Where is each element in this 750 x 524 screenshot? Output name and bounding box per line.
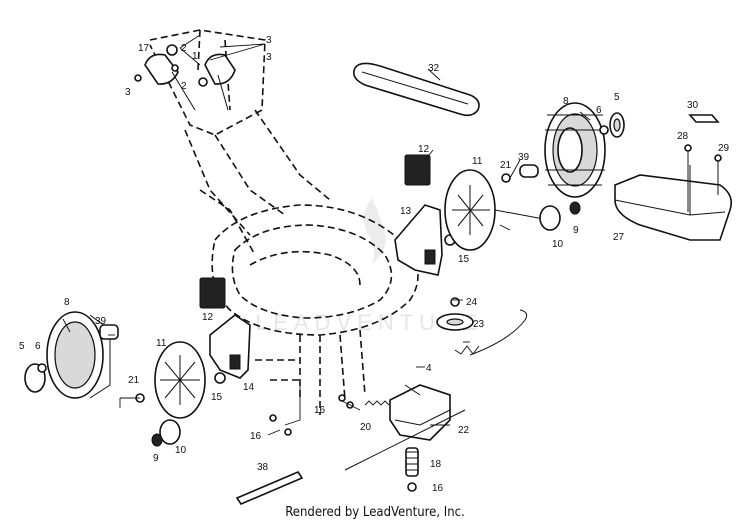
- gear-cover-left: [209, 314, 251, 384]
- callout-27: 27: [613, 232, 625, 243]
- callout-10a: 10: [552, 239, 564, 250]
- callout-32: 32: [428, 63, 440, 74]
- callout-10b: 10: [175, 445, 187, 456]
- callout-38: 38: [257, 462, 269, 473]
- leader-lines: [62, 34, 591, 436]
- callouts: 17 2 1 3 3 3 2 32 8 6 5 30 28 29 27 12 1…: [19, 35, 730, 494]
- callout-12b: 12: [202, 312, 214, 323]
- callout-23: 23: [473, 319, 485, 330]
- hubcap-right: [599, 112, 625, 138]
- lever-right: [171, 53, 236, 111]
- callout-8b: 8: [64, 297, 70, 308]
- washers-16: [269, 394, 354, 436]
- callout-2a: 2: [181, 43, 187, 54]
- callout-1: 1: [192, 51, 198, 62]
- callout-24: 24: [466, 297, 478, 308]
- callout-15b: 15: [211, 392, 223, 403]
- bolts: [684, 144, 722, 212]
- drive-belt: [352, 62, 480, 117]
- hubcap-left: [24, 363, 47, 393]
- callout-3c: 3: [125, 87, 131, 98]
- axle-shaft: [235, 471, 304, 505]
- callout-39a: 39: [518, 152, 530, 163]
- gear-cover-right: [394, 204, 456, 276]
- transmission: [344, 384, 466, 492]
- callout-12a: 12: [418, 144, 430, 155]
- callout-22: 22: [458, 425, 470, 436]
- callout-18: 18: [430, 459, 442, 470]
- callout-21a: 21: [500, 160, 512, 171]
- callout-3b: 3: [266, 52, 272, 63]
- callout-9a: 9: [573, 225, 579, 236]
- callout-8a: 8: [563, 96, 569, 107]
- callout-15a: 15: [458, 254, 470, 265]
- callout-5a: 5: [614, 92, 620, 103]
- handle-assembly: [149, 29, 331, 256]
- callout-11a: 11: [472, 156, 483, 167]
- callout-6a: 6: [596, 105, 602, 116]
- label-30: [688, 114, 720, 123]
- callout-3a: 3: [266, 35, 272, 46]
- callout-14: 14: [243, 382, 255, 393]
- callout-9b: 9: [153, 453, 159, 464]
- lever-left: [134, 44, 196, 111]
- callout-39b: 39: [95, 316, 107, 327]
- callout-5b: 5: [19, 341, 25, 352]
- footer-credit: Rendered by LeadVenture, Inc.: [285, 505, 465, 520]
- callout-6b: 6: [35, 341, 41, 352]
- pulley: [436, 297, 474, 331]
- callout-16b: 16: [250, 431, 262, 442]
- callout-11b: 11: [156, 338, 167, 349]
- drive-cable: [364, 309, 528, 406]
- rear-guard: [614, 165, 733, 241]
- filter-12-left: [199, 277, 226, 309]
- callout-29: 29: [718, 143, 730, 154]
- callout-28: 28: [677, 131, 689, 142]
- filter-12-top: [404, 154, 431, 186]
- callout-20: 20: [360, 422, 372, 433]
- wheel-hub-left: [154, 341, 206, 419]
- callout-13: 13: [400, 206, 412, 217]
- callout-17: 17: [138, 43, 150, 54]
- wheel-right: [544, 102, 606, 198]
- callout-16c: 16: [432, 483, 444, 494]
- callout-30: 30: [687, 100, 699, 111]
- callout-4: 4: [426, 363, 432, 374]
- callout-2b: 2: [181, 81, 187, 92]
- callout-21b: 21: [128, 375, 140, 386]
- callout-16a: 16: [314, 405, 326, 416]
- wheel-left: [46, 311, 119, 399]
- mower-deck: [211, 204, 419, 415]
